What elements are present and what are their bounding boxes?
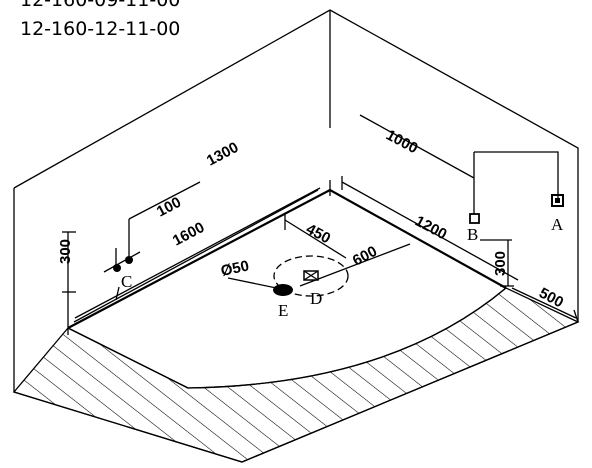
dimension-1600: 1600 [67, 180, 331, 335]
dimension-300-right: 300 [480, 239, 514, 287]
label-e: E [278, 301, 288, 320]
dimension-600: 600 [299, 243, 411, 287]
dim-300-right-label: 300 [492, 251, 509, 276]
valve-c: C [103, 251, 141, 291]
hatched-tub-section [12, 287, 580, 463]
dim-1300-label: 1300 [204, 139, 241, 170]
point-b: B [467, 213, 480, 244]
label-b: B [467, 225, 478, 244]
label-a: A [551, 215, 564, 234]
model-code-1: 12-160-09-11-00 [20, 0, 181, 11]
drain-d: D [273, 255, 349, 308]
label-d: D [310, 289, 322, 308]
dim-100-label: 100 [154, 194, 184, 221]
dim-1000-label: 1000 [383, 127, 420, 158]
model-code-2: 12-160-12-11-00 [20, 18, 181, 40]
overflow-e: Ø50 E [219, 257, 293, 320]
point-a: A [551, 194, 564, 234]
dim-phi50-label: Ø50 [219, 257, 250, 280]
dimension-450: 450 [284, 214, 347, 259]
dim-450-label: 450 [303, 221, 333, 248]
dim-300-left-label: 300 [57, 239, 74, 264]
dimension-1000: 1000 [359, 114, 559, 214]
label-c: C [121, 272, 132, 291]
dimension-300-left: 300 [57, 231, 76, 293]
